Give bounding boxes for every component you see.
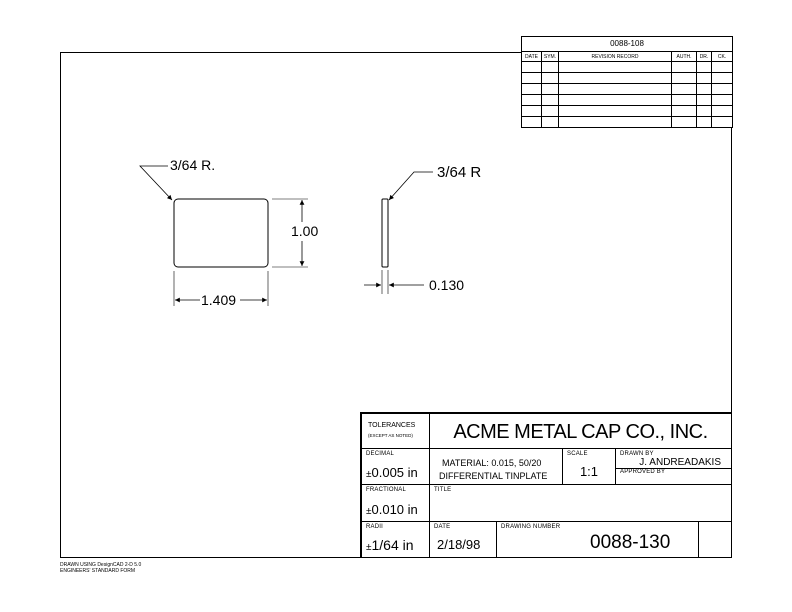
drawn-by-value: J. ANDREADAKIS: [639, 457, 721, 468]
side-view-outline: [381, 198, 389, 268]
drawing-number-cell: DRAWING NUMBER 0088-130: [496, 521, 699, 558]
title-block: TOLERANCES (EXCEPT AS NOTED) ACME METAL …: [360, 412, 732, 558]
drawing-number-label: DRAWING NUMBER: [501, 524, 561, 530]
date-value: 2/18/98: [437, 537, 481, 552]
title-label: TITLE: [434, 487, 452, 493]
material-line-2: DIFFERENTIAL TINPLATE: [439, 471, 548, 481]
revision-row: [521, 116, 733, 128]
width-label: 1.409: [201, 292, 236, 308]
revision-header-row: DATE SYM. REVISION RECORD AUTH. DR. CK.: [521, 51, 733, 62]
radii-value: ±1/64 in: [366, 537, 414, 553]
drawn-by-cell: DRAWN BY J. ANDREADAKIS APPROVED BY: [615, 448, 732, 485]
revision-header-ck: CK.: [711, 51, 733, 62]
revision-row: [521, 105, 733, 117]
footer-line-2: ENGINEERS' STANDARD FORM: [60, 568, 136, 574]
revision-drawing-ref: 0088-108: [522, 37, 732, 52]
company-name: ACME METAL CAP CO., INC.: [453, 421, 708, 443]
radius-leader-right: [388, 171, 433, 201]
radii-label: RADII: [366, 524, 384, 530]
fractional-label: FRACTIONAL: [366, 487, 407, 493]
tolerances-note: (EXCEPT AS NOTED): [368, 433, 413, 438]
tolerances-cell: TOLERANCES (EXCEPT AS NOTED): [361, 413, 430, 449]
radius-label-left: 3/64 R.: [170, 157, 215, 173]
date-cell: DATE 2/18/98: [429, 521, 497, 558]
revision-header-date: DATE: [521, 51, 542, 62]
form-footer: DRAWN USING DesignCAD 2-D 5.0 ENGINEERS'…: [60, 562, 141, 574]
decimal-value: ±0.005 in: [366, 465, 418, 480]
revision-block: 0088-108 DATE SYM. REVISION RECORD AUTH.…: [521, 36, 733, 128]
revision-row: [521, 61, 733, 73]
revision-row: [521, 94, 733, 106]
drawn-by-divider: [616, 468, 731, 469]
company-cell: ACME METAL CAP CO., INC.: [429, 413, 732, 449]
sheet-cell: [698, 521, 732, 558]
revision-table: DATE SYM. REVISION RECORD AUTH. DR. CK.: [521, 51, 733, 128]
scale-value: 1:1: [579, 464, 599, 479]
radius-leader-left: [139, 165, 173, 201]
radius-label-right: 3/64 R: [437, 164, 481, 181]
fractional-cell: FRACTIONAL ±0.010 in: [361, 484, 430, 522]
revision-row: [521, 83, 733, 95]
tolerances-label: TOLERANCES: [368, 422, 416, 429]
fractional-value: ±0.010 in: [366, 502, 418, 517]
radii-cell: RADII ±1/64 in: [361, 521, 430, 558]
drawn-by-label: DRAWN BY: [620, 451, 654, 457]
approved-by-label: APPROVED BY: [620, 469, 666, 475]
revision-header-auth: AUTH.: [671, 51, 697, 62]
decimal-cell: DECIMAL ±0.005 in: [361, 448, 430, 485]
revision-header-record: REVISION RECORD: [558, 51, 672, 62]
scale-cell: SCALE 1:1: [562, 448, 616, 485]
height-label: 1.00: [291, 223, 318, 239]
title-cell: TITLE: [429, 484, 732, 522]
material-cell: MATERIAL: 0.015, 50/20 DIFFERENTIAL TINP…: [429, 448, 563, 485]
revision-row: [521, 72, 733, 84]
revision-header-dr: DR.: [696, 51, 712, 62]
decimal-label: DECIMAL: [366, 451, 395, 457]
date-label: DATE: [434, 524, 451, 530]
material-line-1: MATERIAL: 0.015, 50/20: [442, 458, 542, 468]
revision-header-sym: SYM.: [541, 51, 559, 62]
front-view-outline: [173, 198, 269, 268]
drawing-number-value: 0088-130: [590, 532, 671, 553]
thickness-label: 0.130: [429, 277, 464, 293]
footer-line-1: DRAWN USING DesignCAD 2-D 5.0: [60, 562, 142, 568]
scale-label: SCALE: [567, 451, 588, 457]
